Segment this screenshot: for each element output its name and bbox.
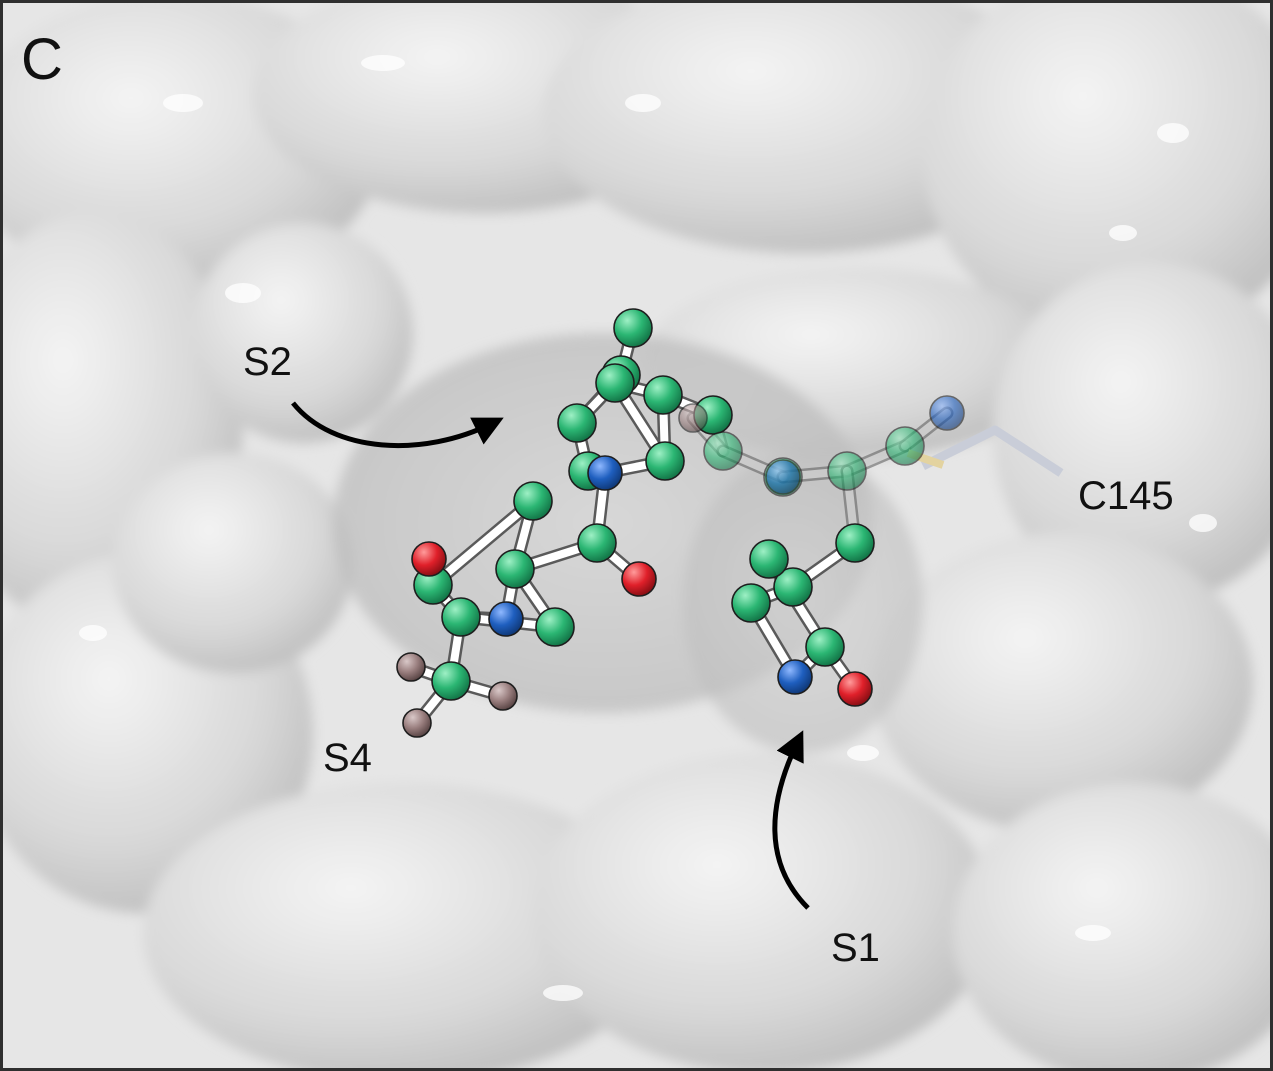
panel-label: C [21, 27, 63, 92]
atom-layer [396, 308, 965, 738]
carbon-atom [703, 431, 743, 471]
s2-label: S2 [243, 340, 292, 384]
carbon-atom [431, 661, 471, 701]
oxygen-atom [411, 541, 447, 577]
carbon-atom [885, 426, 925, 466]
s4-label: S4 [323, 736, 372, 780]
cysteine-side-chain [920, 425, 1064, 477]
nitrogen-atom [765, 459, 801, 495]
carbon-atom [595, 363, 635, 403]
ligand-model [396, 308, 1064, 738]
bond [429, 497, 537, 589]
carbon-atom [731, 583, 771, 623]
carbon-atom [643, 375, 683, 415]
carbon-atom [827, 451, 867, 491]
carbon-atom [441, 597, 481, 637]
s1-arrow [772, 730, 810, 910]
nitrogen-atom [929, 395, 965, 431]
carbon-atom [835, 523, 875, 563]
nitrogen-atom [777, 659, 813, 695]
carbon-atom [513, 481, 553, 521]
fluorine-atom [488, 681, 518, 711]
fluorine-atom [678, 403, 708, 433]
nitrogen-atom [488, 601, 524, 637]
nitrogen-atom [587, 455, 623, 491]
carbon-atom [557, 403, 597, 443]
carbon-atom [613, 308, 653, 348]
fluorine-atom [402, 708, 432, 738]
oxygen-atom [621, 561, 657, 597]
protein-surface [3, 3, 1270, 1068]
c145-label: C145 [1078, 474, 1174, 518]
carbon-atom [495, 549, 535, 589]
oxygen-atom [837, 671, 873, 707]
carbon-atom [749, 539, 789, 579]
carbon-atom [645, 441, 685, 481]
carbon-atom [805, 627, 845, 667]
fluorine-atom [396, 652, 426, 682]
carbon-atom [535, 607, 575, 647]
s2-arrow [291, 401, 504, 449]
carbon-atom [577, 523, 617, 563]
binding-site-illustration: C S2 S4 S1 C145 [3, 3, 1270, 1068]
s1-label: S1 [831, 926, 880, 970]
carbon-atom [773, 567, 813, 607]
